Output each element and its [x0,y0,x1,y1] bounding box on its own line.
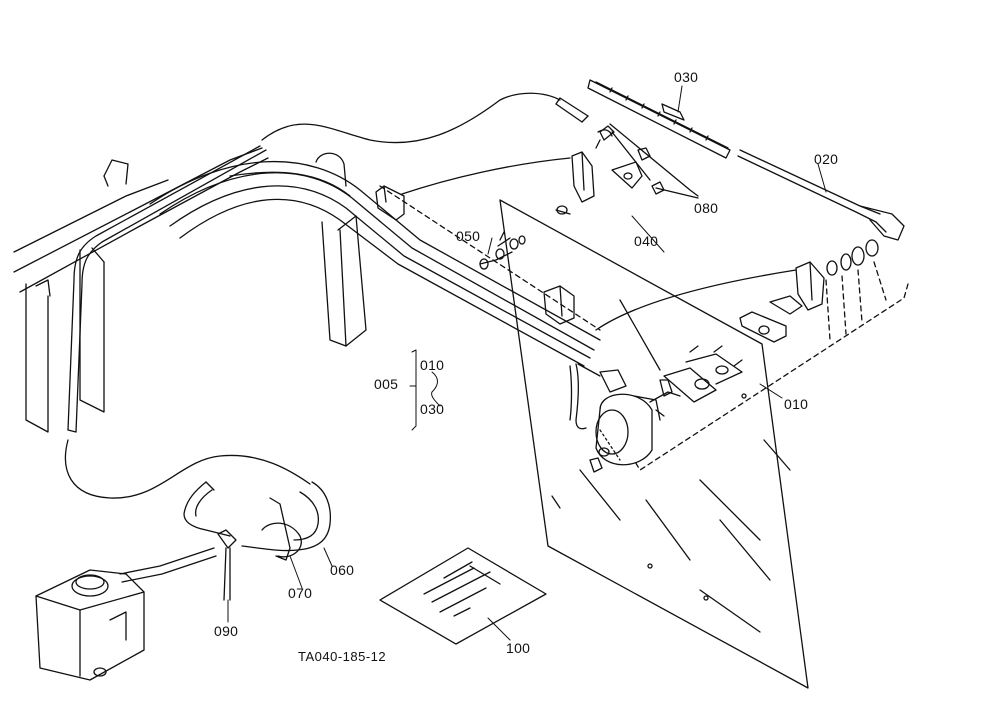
glass-pane [499,199,809,689]
part-label-050: 050 [456,228,481,244]
wiper-blade [587,79,731,159]
upper-clip [401,151,595,215]
washer-tank [35,569,145,681]
cab-frame [13,145,601,433]
bolt [479,231,526,270]
part-label-030-group: 030 [420,401,445,417]
drawing-number: TA040-185-12 [298,649,387,664]
part-label-060: 060 [330,562,355,578]
washer-hose-upper [261,92,613,144]
screws [595,123,699,199]
part-label-010-group: 010 [420,357,445,373]
motor-brackets [543,239,879,403]
part-label-070: 070 [288,585,313,601]
part-label-040: 040 [634,233,659,249]
assembly-outline [379,185,909,471]
manual-sheet [379,547,547,645]
washer-hose-lower [64,439,332,601]
part-label-090: 090 [214,623,239,639]
part-label-005: 005 [374,376,399,392]
part-label-080: 080 [694,200,719,216]
wiper-arm [737,149,905,241]
bracket [611,161,643,189]
wiper-motor [569,363,681,473]
part-label-100: 100 [506,640,531,656]
part-label-020: 020 [814,151,839,167]
part-label-030: 030 [674,69,699,85]
leader-lines [227,85,827,641]
part-label-010: 010 [784,396,809,412]
